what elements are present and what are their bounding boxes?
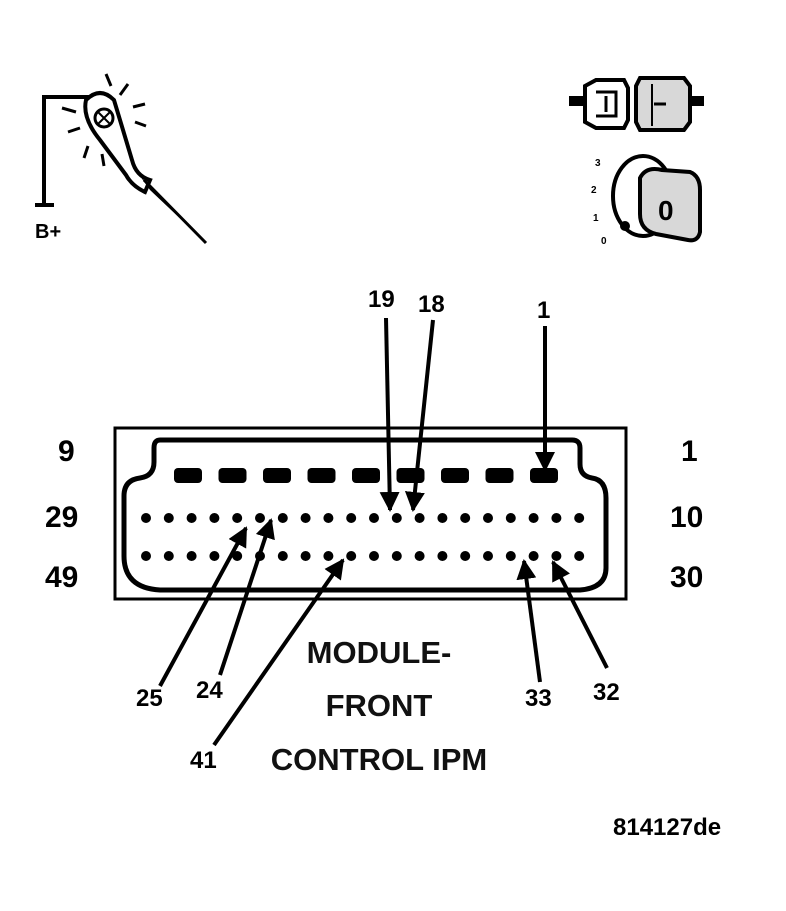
- pin-bottom-2: [163, 551, 174, 561]
- pin-top-4: [307, 468, 336, 483]
- pin-bottom-7: [277, 551, 288, 561]
- pin-bottom-18: [528, 551, 539, 561]
- pin-bottom-4: [209, 551, 220, 561]
- svg-text:18: 18: [418, 291, 445, 318]
- figure-id: 814127de: [613, 814, 721, 841]
- pin-top-6: [396, 468, 425, 483]
- pin-bottom-5: [232, 551, 243, 561]
- pin-middle-14: [437, 513, 448, 523]
- svg-text:32: 32: [593, 679, 620, 706]
- pin-bottom-14: [437, 551, 448, 561]
- pin-middle-9: [323, 513, 334, 523]
- pin-callout-18: 18: [404, 291, 445, 512]
- pin-top-1: [174, 468, 202, 483]
- svg-text:41: 41: [190, 747, 217, 774]
- pin-bottom-12: [391, 551, 402, 561]
- pin-middle-12: [391, 513, 402, 523]
- pin-bottom-20: [574, 551, 585, 561]
- pin-callout-33: 33: [516, 559, 552, 712]
- pin-bottom-10: [346, 551, 357, 561]
- caption-line-3: CONTROL IPM: [271, 742, 487, 777]
- pin-top-2: [218, 468, 247, 483]
- pin-bottom-17: [505, 551, 516, 561]
- key-position-label: 0: [658, 195, 674, 226]
- pin-callout-25: 25: [136, 526, 248, 712]
- corner-label-top-right: 1: [681, 435, 698, 468]
- pin-top-8: [485, 468, 514, 483]
- svg-text:24: 24: [196, 677, 223, 704]
- svg-text:3: 3: [595, 158, 601, 169]
- pin-middle-15: [460, 513, 471, 523]
- pin-bottom-15: [460, 551, 471, 561]
- corner-label-mid-left: 29: [45, 501, 78, 534]
- svg-text:1: 1: [537, 297, 550, 324]
- pin-middle-3: [186, 513, 197, 523]
- b-plus-label: B+: [35, 221, 61, 243]
- svg-text:0: 0: [601, 236, 607, 247]
- ignition-key-icon: 3 2 1 0 0: [591, 154, 702, 247]
- svg-text:2: 2: [591, 185, 597, 196]
- svg-text:19: 19: [368, 286, 395, 313]
- pin-middle-5: [232, 513, 243, 523]
- pin-middle-6: [255, 513, 265, 523]
- pin-callout-19: 19: [368, 286, 400, 512]
- corner-label-top-left: 9: [58, 435, 75, 468]
- pin-bottom-19: [551, 551, 562, 561]
- corner-label-mid-right: 10: [670, 501, 703, 534]
- pin-middle-16: [483, 513, 493, 523]
- corner-label-bottom-left: 49: [45, 561, 78, 594]
- pin-middle-13: [414, 513, 425, 523]
- pin-bottom-9: [323, 551, 334, 561]
- pin-middle-4: [209, 513, 220, 523]
- pin-middle-11: [369, 513, 379, 523]
- pin-bottom-8: [300, 551, 311, 561]
- pin-middle-10: [346, 513, 357, 523]
- pin-bottom-3: [186, 551, 197, 561]
- svg-text:1: 1: [593, 213, 599, 224]
- pin-middle-1: [141, 513, 151, 523]
- connector-disconnected-icon: [569, 76, 704, 132]
- pin-middle-18: [528, 513, 539, 523]
- pin-callout-1: 1: [535, 297, 555, 472]
- ipm-connector: [113, 426, 628, 601]
- pin-middle-19: [551, 513, 562, 523]
- pin-middle-7: [277, 513, 288, 523]
- pin-bottom-16: [483, 551, 493, 561]
- pin-middle-20: [574, 513, 585, 523]
- pin-top-7: [441, 468, 469, 483]
- pin-middle-17: [505, 513, 516, 523]
- pin-middle-8: [300, 513, 311, 523]
- pin-bottom-13: [414, 551, 425, 561]
- pin-bottom-11: [369, 551, 379, 561]
- pin-top-5: [352, 468, 380, 483]
- pin-top-9: [530, 468, 558, 483]
- caption-line-2: FRONT: [326, 688, 433, 723]
- pin-callout-32: 32: [551, 560, 620, 706]
- caption-line-1: MODULE-: [307, 635, 452, 670]
- test-light-probe-icon: B+: [35, 73, 208, 245]
- pin-top-3: [263, 468, 291, 483]
- pin-callout-41: 41: [190, 558, 345, 774]
- corner-label-bottom-right: 30: [670, 561, 703, 594]
- pin-bottom-1: [141, 551, 151, 561]
- svg-text:33: 33: [525, 685, 552, 712]
- pin-callout-24: 24: [196, 518, 275, 704]
- pin-middle-2: [163, 513, 174, 523]
- svg-text:25: 25: [136, 685, 163, 712]
